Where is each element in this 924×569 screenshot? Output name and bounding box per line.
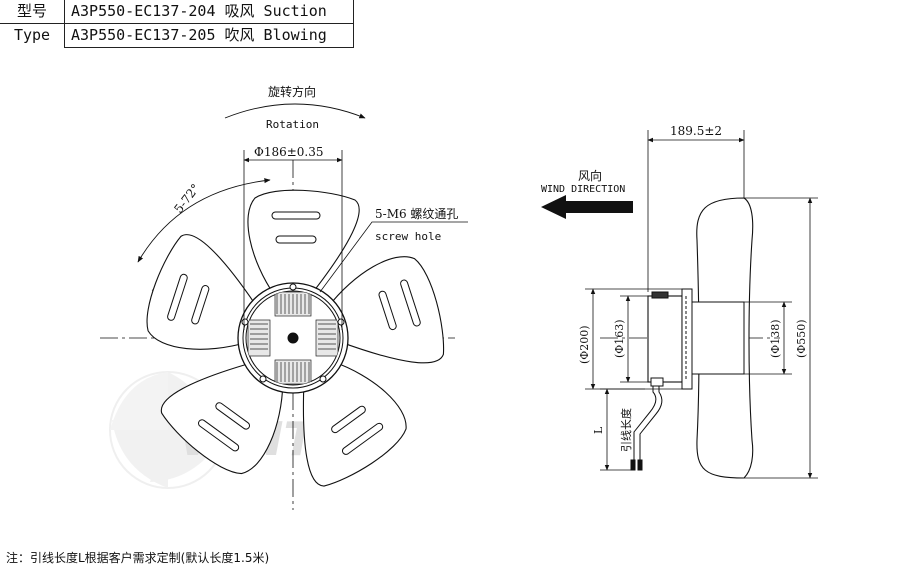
motor-body	[647, 295, 683, 383]
type-row-blowing: Type A3P550-EC137-205 吹风 Blowing	[0, 23, 354, 48]
bolt-circle-dim: Φ186±0.35	[254, 145, 324, 159]
footnote: 注：引线长度L根据客户需求定制(默认长度1.5米)	[6, 551, 270, 565]
screw-hole-cn: 5-M6 螺纹通孔	[375, 207, 458, 221]
angle-dim: 5-72°	[171, 181, 202, 216]
lead-l-dim: L	[592, 426, 605, 434]
type-table: 型号 A3P550-EC137-204 吸风 Suction Type A3P5…	[0, 0, 354, 48]
wind-en: WIND DIRECTION	[541, 184, 625, 195]
lead-length-cn: 引线长度	[619, 408, 633, 452]
wind-direction-arrow	[541, 195, 633, 219]
rotation-en: Rotation	[266, 118, 319, 131]
wind-cn: 风向	[578, 168, 602, 183]
rotation-cn: 旋转方向	[268, 84, 316, 99]
type-label-en: Type	[0, 23, 65, 48]
type-row-suction: 型号 A3P550-EC137-204 吸风 Suction	[0, 0, 354, 24]
depth-dim: 189.5±2	[670, 124, 722, 138]
lead-cable	[630, 377, 664, 471]
dia-550: (Φ550)	[795, 319, 808, 358]
model-blowing: A3P550-EC137-205 吹风 Blowing	[64, 23, 354, 48]
front-view	[100, 103, 468, 510]
screw-hole-en: screw hole	[375, 230, 441, 243]
type-label-cn: 型号	[0, 0, 65, 24]
dia-163: (Φ163)	[613, 319, 626, 358]
dia-138: (Φ138)	[769, 319, 782, 358]
technical-drawing: VENTEL	[100, 84, 818, 510]
side-view	[585, 130, 818, 479]
model-suction: A3P550-EC137-204 吸风 Suction	[64, 0, 354, 24]
motor-hub	[237, 282, 349, 394]
side-view-labels: 189.5±2 风向 WIND DIRECTION (Φ200) (Φ163) …	[541, 124, 808, 452]
impeller-blades	[137, 189, 455, 498]
dia-200: (Φ200)	[578, 325, 591, 364]
